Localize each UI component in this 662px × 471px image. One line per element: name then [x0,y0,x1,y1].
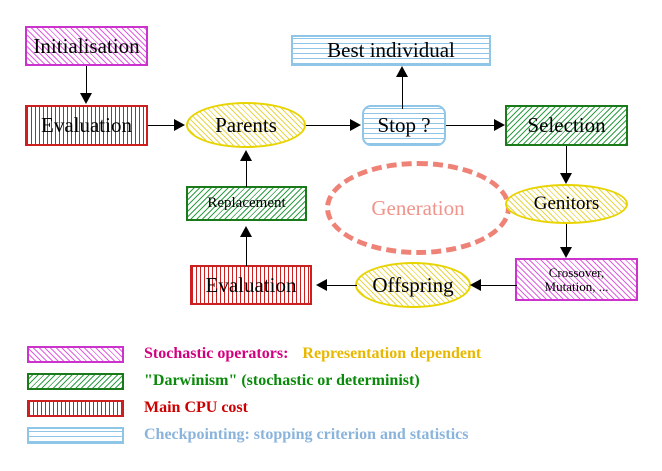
legend-label-primary: Stochastic operators: [144,345,289,362]
edge-replacement-to-parents [246,160,247,187]
node-crossover-mutation[interactable]: Crossover, Mutation, ... [515,258,638,301]
node-initialisation-label: Initialisation [33,33,140,58]
edge-parents-to-stop [306,125,354,126]
node-genitors-label: Genitors [533,193,600,215]
node-stop[interactable]: Stop ? [362,105,446,146]
legend-row: Checkpointing: stopping criterion and st… [0,423,662,447]
arrowhead-init-to-eval [80,93,92,104]
legend-swatch-stochastic-operators [27,345,124,363]
arrowhead-selection-to-genitors [560,173,572,184]
arrowhead-eval-to-parents [174,119,185,131]
node-replacement[interactable]: Replacement [186,186,307,221]
node-parents-label: Parents [215,112,277,137]
legend-label-primary: Checkpointing: stopping criterion and st… [144,426,469,443]
node-stop-label: Stop ? [377,113,431,138]
node-selection-label: Selection [527,113,606,138]
arrowhead-eval-to-replacement [240,226,252,237]
edge-eval-to-parents [148,125,178,126]
arrowhead-crossover-to-offspring [470,279,481,291]
node-evaluation-top[interactable]: Evaluation [25,105,148,146]
arrowhead-parents-to-stop [350,119,361,131]
node-evaluation-top-label: Evaluation [41,113,132,138]
edge-stop-to-selection [446,125,498,126]
edge-crossover-to-offspring [479,285,517,286]
legend-swatch-checkpointing [27,426,124,444]
arrowhead-stop-to-best [396,66,408,77]
edge-genitors-to-crossover [566,224,567,250]
legend-label-primary: Main CPU cost [144,399,248,416]
edge-offspring-to-eval [327,285,357,286]
arrowhead-offspring-to-eval [316,279,327,291]
node-generation-label: Generation [371,195,465,220]
node-evaluation-bottom-label: Evaluation [205,272,297,297]
legend-text-cpu: Main CPU cost [144,399,248,417]
node-evaluation-bottom[interactable]: Evaluation [190,265,312,305]
node-crossover-label-line1: Crossover, [548,264,605,280]
edge-selection-to-genitors [566,146,567,175]
node-offspring[interactable]: Offspring [355,262,471,308]
legend-row: Stochastic operators: Representation depe… [0,342,662,366]
node-initialisation[interactable]: Initialisation [25,26,148,66]
node-crossover-label-line2: Mutation, ... [544,278,609,294]
legend-row: "Darwinism" (stochastic or determinist) [0,369,662,393]
arrowhead-stop-to-selection [494,119,505,131]
node-best-individual[interactable]: Best individual [291,35,491,66]
edge-stop-to-best [402,73,403,109]
node-genitors[interactable]: Genitors [505,184,628,224]
node-selection[interactable]: Selection [505,105,628,146]
node-best-individual-label: Best individual [327,38,455,63]
node-replacement-label: Replacement [207,194,286,211]
node-offspring-label: Offspring [372,272,454,297]
legend-row: Main CPU cost [0,396,662,420]
legend: Stochastic operators: Representation depe… [0,336,662,456]
edge-init-to-eval [86,66,87,95]
legend-text-checkpointing: Checkpointing: stopping criterion and st… [144,426,468,444]
node-parents[interactable]: Parents [186,102,306,148]
legend-label-secondary: Representation dependent [302,345,482,362]
legend-swatch-main-cpu-cost [27,399,124,417]
legend-swatch-darwinism [27,372,124,390]
node-generation: Generation [325,161,511,255]
arrowhead-genitors-to-crossover [560,247,572,258]
legend-text-stochastic: Stochastic operators: Representation depe… [144,345,481,363]
legend-text-darwinism: "Darwinism" (stochastic or determinist) [144,372,420,390]
legend-label-primary: "Darwinism" (stochastic or determinist) [144,372,420,389]
arrowhead-replacement-to-parents [240,150,252,161]
edge-eval-to-replacement [246,234,247,266]
